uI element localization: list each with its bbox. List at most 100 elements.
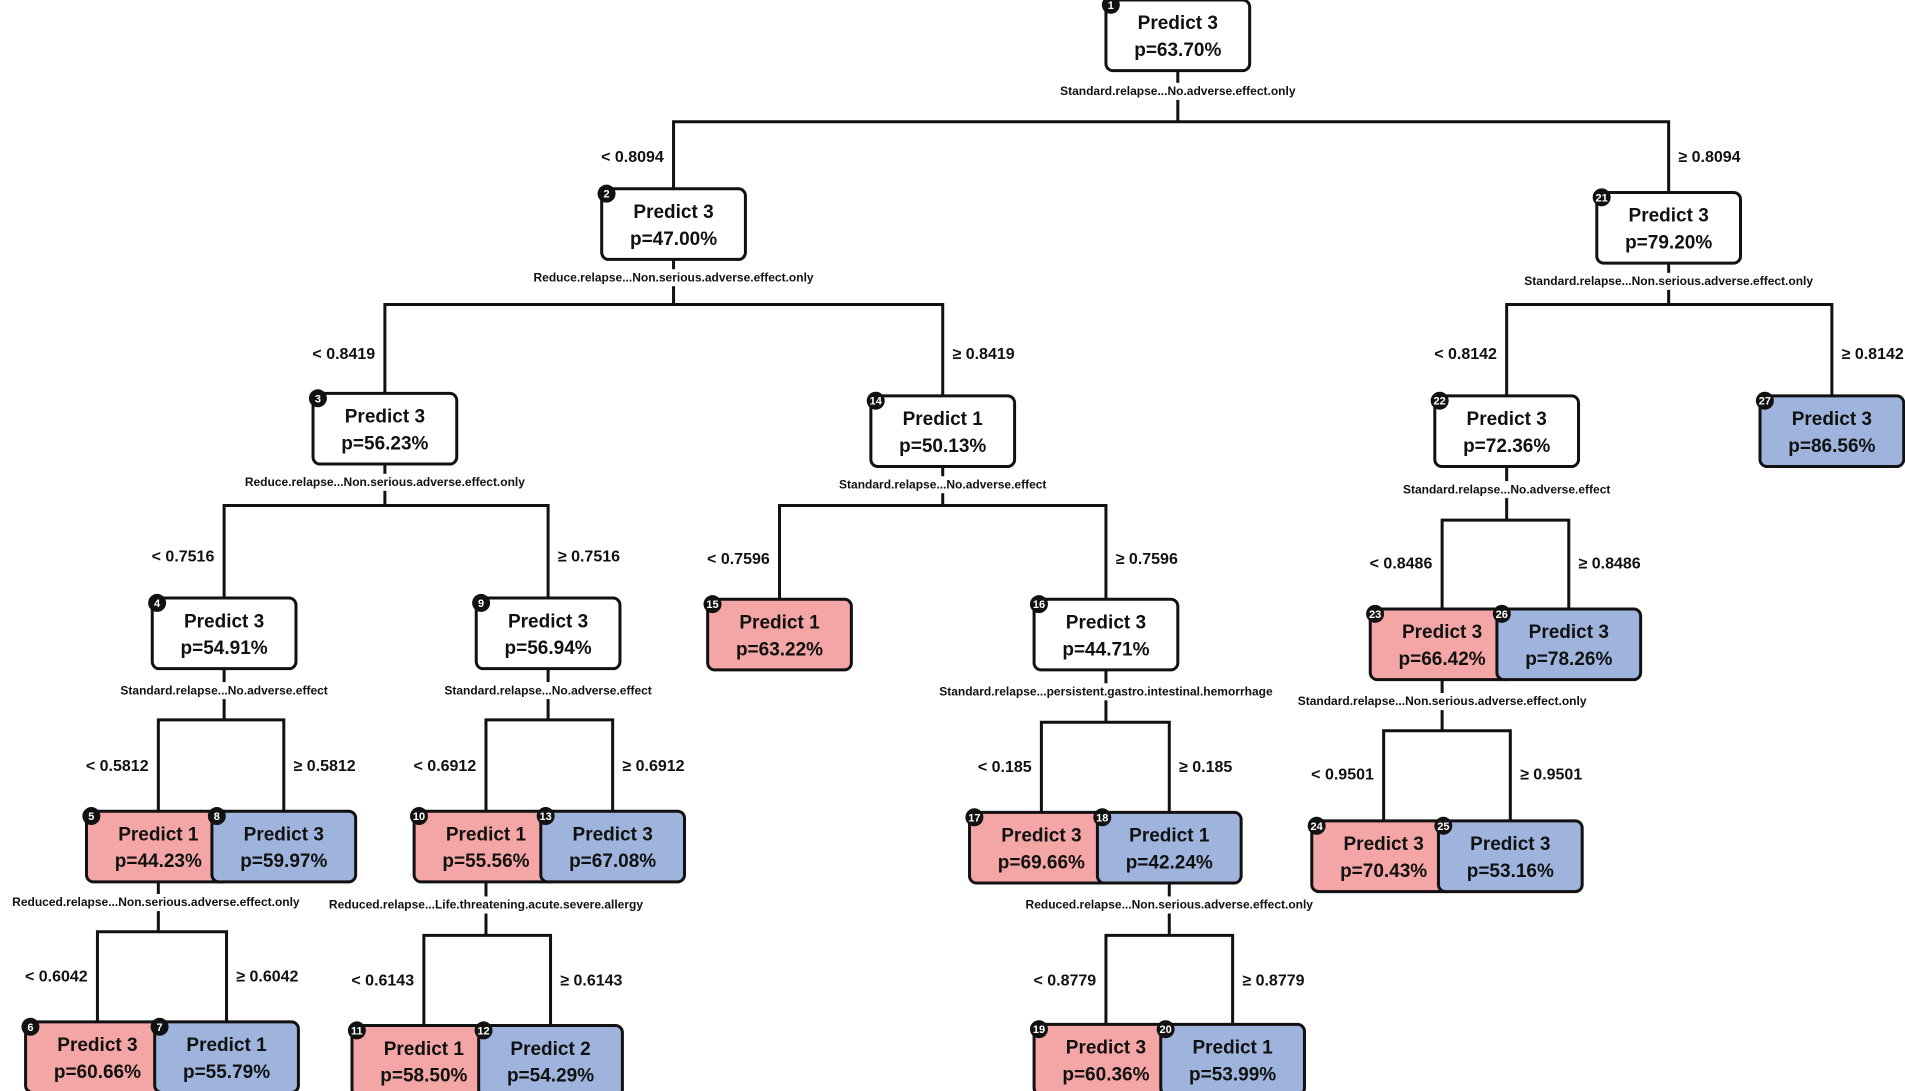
node-id-badge <box>1366 604 1385 623</box>
node-prediction-label: Predict 1 <box>739 612 820 633</box>
threshold-right-label: ≥ 0.6042 <box>236 969 298 986</box>
threshold-right-label: ≥ 0.9501 <box>1520 766 1582 783</box>
node-box <box>474 596 622 671</box>
node-id-label: 9 <box>478 598 484 610</box>
node-split-rule: Standard.relapse...Non.serious.adverse.e… <box>1524 274 1813 288</box>
node-id-badge <box>703 595 722 614</box>
node-split-rule: Standard.relapse...No.adverse.effect <box>120 683 327 697</box>
node-prediction-label: Predict 3 <box>633 202 713 223</box>
node-probability-label: p=72.36% <box>1463 436 1550 457</box>
node-box <box>150 596 298 671</box>
node-23: Predict 3p=66.42%23 <box>1366 604 1516 682</box>
edge-21 <box>1505 289 1834 396</box>
edge-22 <box>1440 498 1571 609</box>
node-split-rule: Reduced.relapse...Life.threatening.acute… <box>329 898 643 912</box>
node-probability-label: p=54.29% <box>507 1066 594 1087</box>
node-probability-label: p=50.13% <box>899 436 986 457</box>
node-id-label: 22 <box>1434 396 1446 408</box>
node-split-rule: Standard.relapse...No.adverse.effect.onl… <box>1060 84 1296 98</box>
node-probability-label: p=79.20% <box>1625 232 1712 253</box>
threshold-left-label: < 0.9501 <box>1311 766 1374 783</box>
node-id-label: 20 <box>1160 1024 1172 1036</box>
node-10: Predict 1p=55.56%10 <box>409 807 560 884</box>
threshold-left-label: < 0.7596 <box>707 551 770 568</box>
node-12: Predict 2p=54.29%12 <box>474 1021 624 1091</box>
node-27: Predict 3p=86.56%27 <box>1755 391 1905 468</box>
node-id-label: 7 <box>156 1022 162 1034</box>
node-id-label: 19 <box>1033 1024 1045 1036</box>
node-prediction-label: Predict 1 <box>186 1035 267 1056</box>
threshold-right-label: ≥ 0.8142 <box>1842 346 1904 363</box>
node-probability-label: p=78.26% <box>1525 649 1612 670</box>
node-11: Predict 1p=58.50%11 <box>347 1021 498 1091</box>
node-box <box>210 809 358 884</box>
node-box <box>869 394 1017 468</box>
node-prediction-label: Predict 3 <box>1629 206 1709 227</box>
node-id-label: 17 <box>968 812 980 824</box>
node-20: Predict 1p=53.99%20 <box>1156 1020 1306 1091</box>
node-17: Predict 3 p=69.66% 17 <box>965 808 1115 885</box>
node-prediction-label: Predict 1 <box>1129 826 1210 847</box>
node-box <box>477 1024 624 1091</box>
node-id-badge <box>1434 816 1453 835</box>
threshold-left-label: < 0.8486 <box>1370 556 1433 573</box>
threshold-left-label: < 0.8779 <box>1033 972 1096 989</box>
threshold-right-label: ≥ 0.6912 <box>622 758 684 775</box>
threshold-right-label: ≥ 0.8779 <box>1242 972 1304 989</box>
node-id-label: 10 <box>413 811 425 823</box>
node-probability-label: p=70.43% <box>1340 861 1427 882</box>
node-id-badge <box>207 807 226 826</box>
node-prediction-label: Predict 1 <box>903 409 984 430</box>
node-id-badge <box>1755 391 1774 410</box>
node-probability-label: p=60.66% <box>54 1062 141 1083</box>
node-id-badge <box>409 807 428 826</box>
node-id-label: 5 <box>88 811 94 823</box>
threshold-right-label: ≥ 0.7516 <box>558 548 620 565</box>
node-id-badge <box>1029 1020 1048 1039</box>
threshold-right-label: ≥ 0.8486 <box>1579 556 1641 573</box>
node-box <box>1595 190 1743 265</box>
edge-9 <box>484 699 615 812</box>
node-24: Predict 3p=70.43%24 <box>1307 816 1458 894</box>
node-prediction-label: Predict 3 <box>573 824 653 845</box>
threshold-right-label: ≥ 0.6143 <box>560 972 622 989</box>
edge-14 <box>778 493 1108 600</box>
node-id-label: 13 <box>540 811 552 823</box>
edge-3 <box>222 490 550 599</box>
node-probability-label: p=44.71% <box>1062 639 1149 660</box>
node-probability-label: p=69.66% <box>998 852 1085 873</box>
node-id-label: 3 <box>315 393 321 405</box>
edge-23 <box>1382 710 1512 821</box>
node-26: Predict 3p=78.26%26 <box>1492 604 1643 682</box>
node-prediction-label: Predict 1 <box>1192 1038 1273 1059</box>
node-split-rule: Reduce.relapse...Non.serious.adverse.eff… <box>245 475 525 489</box>
node-id-badge <box>1307 816 1326 835</box>
edges-layer <box>95 70 1834 1026</box>
node-id-badge <box>1029 595 1048 614</box>
threshold-right-label: ≥ 0.185 <box>1179 759 1232 776</box>
node-8: Predict 3p=59.97%8 <box>207 807 358 884</box>
node-id-label: 6 <box>27 1022 33 1034</box>
node-id-badge <box>1156 1020 1175 1039</box>
node-box <box>1433 394 1581 468</box>
node-probability-label: p=67.08% <box>569 851 656 872</box>
node-probability-label: p=53.16% <box>1467 861 1554 882</box>
node-prediction-label: Predict 3 <box>1001 826 1081 847</box>
node-prediction-label: Predict 1 <box>384 1039 465 1060</box>
edge-2 <box>383 286 945 396</box>
node-split-rule: Reduced.relapse...Non.serious.adverse.ef… <box>1026 898 1314 912</box>
threshold-left-label: < 0.185 <box>978 759 1032 776</box>
edge-5 <box>95 911 229 1022</box>
node-box <box>706 597 853 672</box>
node-id-badge <box>597 184 616 203</box>
node-id-badge <box>474 1021 493 1040</box>
node-id-label: 14 <box>870 396 883 408</box>
node-prediction-label: Predict 1 <box>118 824 199 845</box>
node-id-badge <box>965 808 984 827</box>
node-box <box>311 391 459 466</box>
node-probability-label: p=86.56% <box>1788 436 1875 457</box>
node-probability-label: p=63.22% <box>736 639 823 660</box>
labels-layer: < 0.8094≥ 0.8094< 0.8419≥ 0.8419< 0.8142… <box>12 84 1904 989</box>
node-prediction-label: Predict 3 <box>1344 834 1424 855</box>
